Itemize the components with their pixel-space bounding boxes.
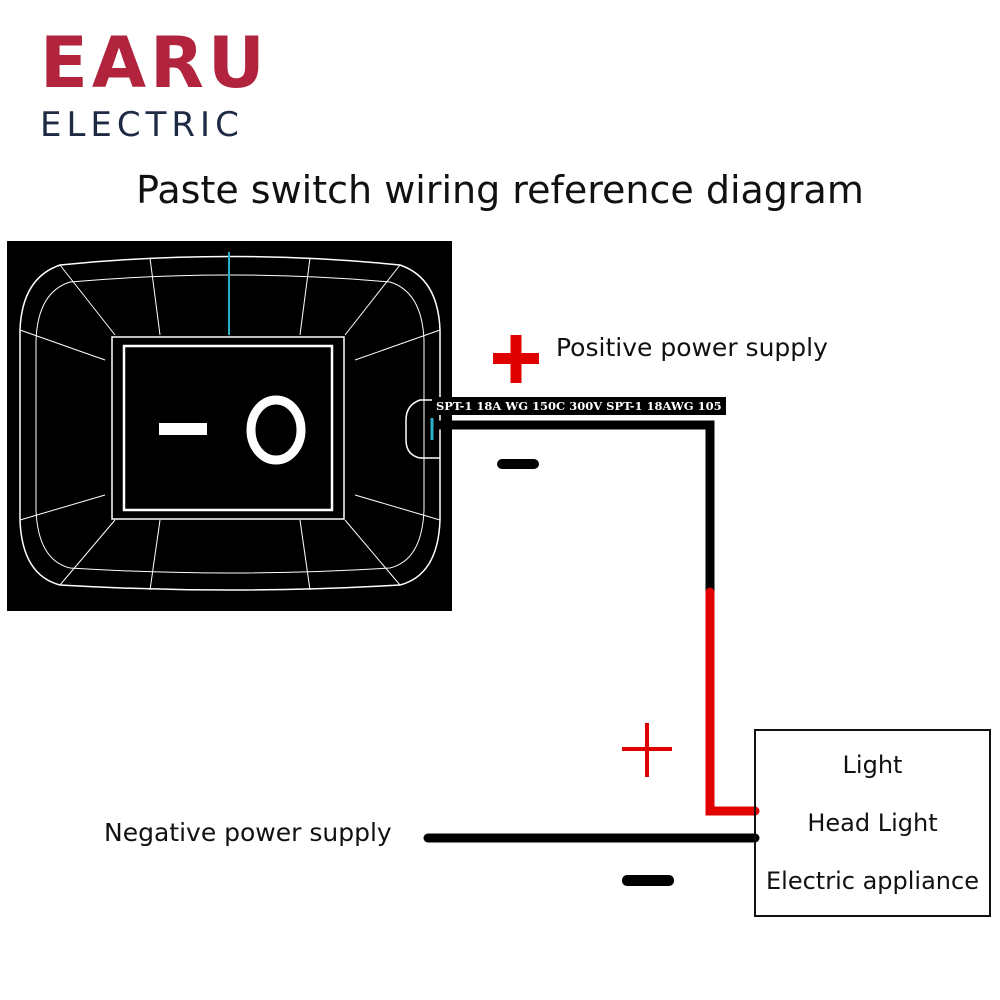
wires [423, 420, 760, 843]
load-item-head-light: Head Light [807, 809, 938, 837]
brand-name: EARU [40, 22, 269, 104]
brand-subtitle: ELECTRIC [40, 105, 244, 145]
plus-icon-load [622, 723, 672, 777]
load-item-light: Light [842, 751, 903, 779]
wire-spec-label: SPT-1 18A WG 150C 300V SPT-1 18AWG 105 [432, 397, 726, 415]
load-item-electric-appliance: Electric appliance [766, 867, 979, 895]
negative-supply-label: Negative power supply [104, 818, 392, 847]
off-symbol-icon [159, 423, 207, 435]
switch-bezel-inner [35, 274, 425, 574]
black-wire-from-switch [435, 420, 715, 597]
polarity-symbols [493, 335, 674, 886]
page-title: Paste switch wiring reference diagram [136, 168, 864, 212]
red-positive-wire [705, 587, 760, 816]
load-box: Light Head Light Electric appliance [754, 729, 991, 917]
minus-icon-top [497, 459, 539, 469]
rocker-inner [122, 344, 334, 512]
on-symbol-icon [246, 395, 306, 465]
rocker-outer [111, 336, 345, 520]
brand-logo: EARU ELECTRIC [40, 28, 320, 148]
plus-icon-top [493, 335, 539, 383]
positive-supply-label: Positive power supply [556, 333, 828, 362]
rocker-switch[interactable] [7, 241, 452, 611]
minus-icon-load [622, 875, 674, 886]
switch-bevel-lines [19, 257, 441, 591]
switch-terminal [405, 399, 440, 459]
